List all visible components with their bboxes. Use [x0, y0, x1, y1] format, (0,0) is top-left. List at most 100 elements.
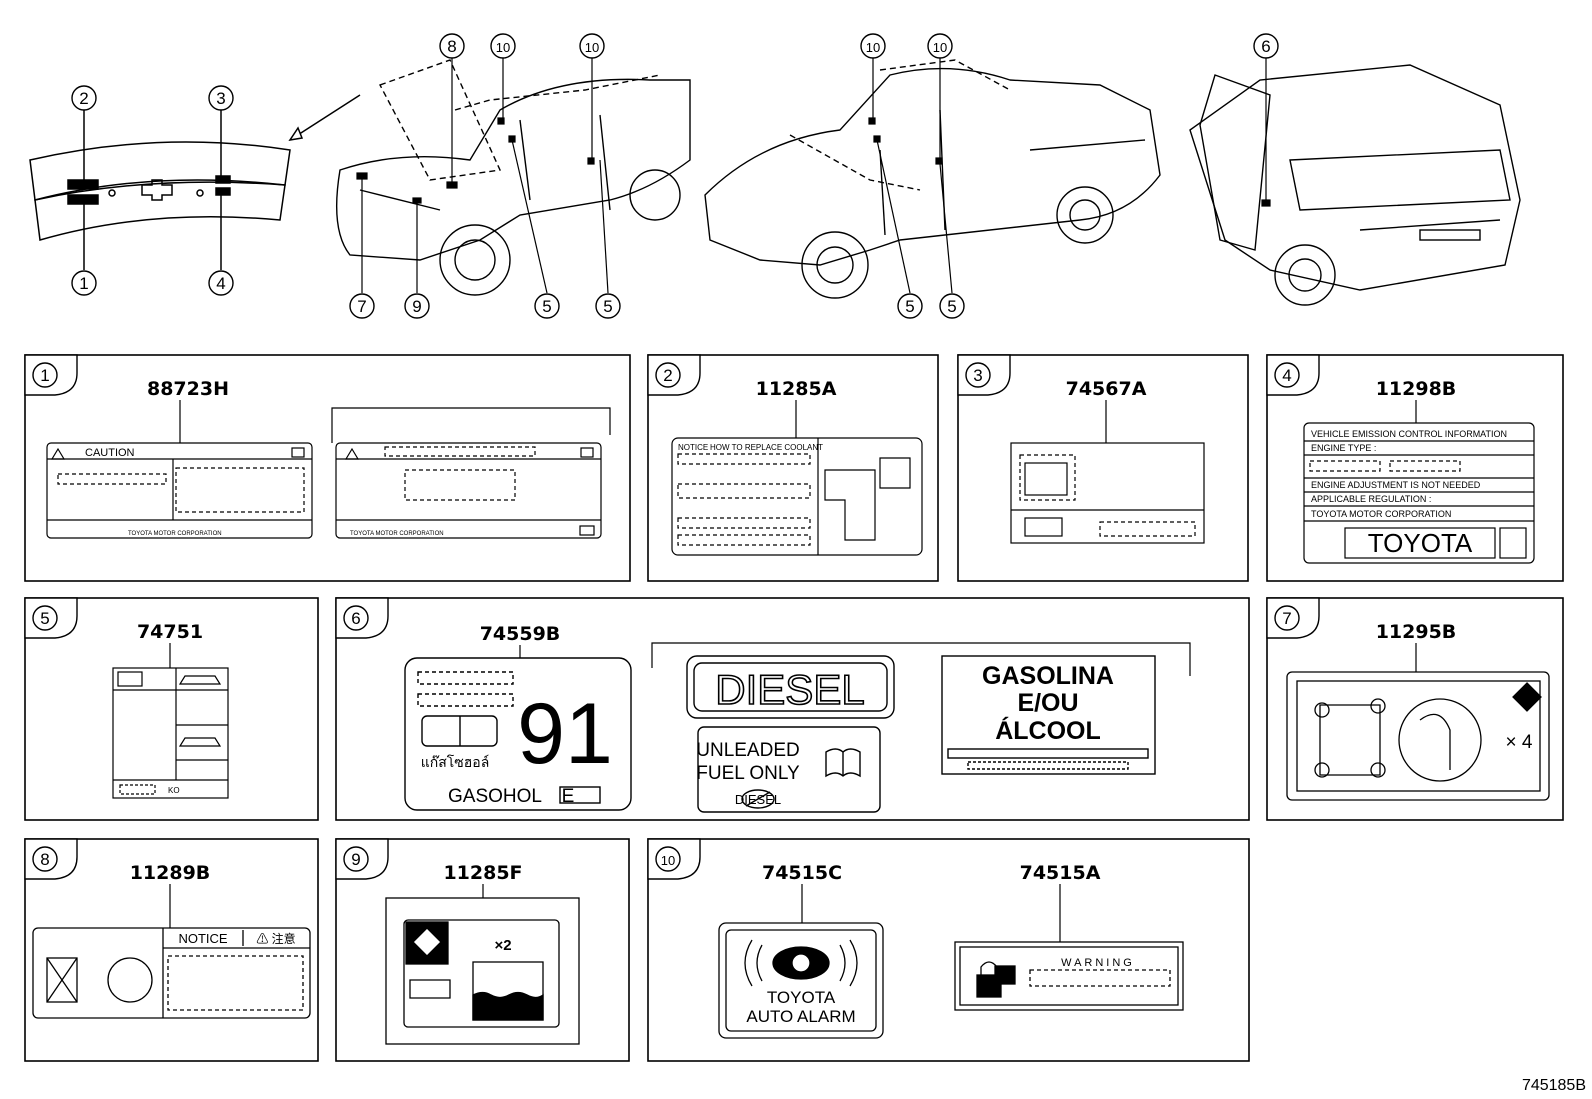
label-11295B: × 4 [1286, 671, 1550, 801]
svg-text:10: 10 [496, 40, 510, 55]
panel-number-6: 6 [343, 605, 369, 631]
thai-gasohol-text: แก๊สโซฮอล์ [421, 754, 490, 770]
regulation-text: APPLICABLE REGULATION : [1311, 494, 1431, 504]
svg-text:5: 5 [905, 297, 914, 316]
part-leaders [169, 400, 1417, 942]
unleaded-text: UNLEADED [696, 740, 799, 761]
svg-text:10: 10 [661, 853, 675, 868]
label-88723H-a: CAUTION TOYOTA MOTOR CORPORATION [46, 442, 313, 539]
label-gasolina: GASOLINA E/OU ÁLCOOL [941, 655, 1156, 775]
label-diesel: DIESEL [686, 655, 895, 719]
panel-number-1: 1 [32, 362, 58, 388]
svg-text:9: 9 [351, 850, 360, 869]
times-4-text: × 4 [1506, 732, 1533, 753]
svg-text:6: 6 [1261, 37, 1270, 56]
svg-text:5: 5 [542, 297, 551, 316]
top-callouts: 2 1 3 4 8 10 10 7 9 5 5 10 10 5 5 6 [71, 33, 1279, 319]
toyota-alarm-text: TOYOTA [767, 988, 836, 1007]
svg-text:8: 8 [40, 850, 49, 869]
callout-10: 10 [860, 33, 886, 59]
panel-number-10: 10 [655, 846, 681, 872]
svg-text:6: 6 [351, 609, 360, 628]
callout-2: 2 [71, 85, 97, 111]
figure-id: 745185B [1522, 1077, 1586, 1094]
callout-10: 10 [927, 33, 953, 59]
caution-text: CAUTION [85, 447, 135, 459]
panel-number-4: 4 [1274, 362, 1300, 388]
notice-label: NOTICE [678, 443, 708, 452]
svg-text:5: 5 [603, 297, 612, 316]
auto-alarm-text: AUTO ALARM [746, 1007, 855, 1026]
truck-front-three-quarter-illustration [704, 59, 1161, 299]
gasolina-text: GASOLINA [982, 662, 1114, 690]
engine-adjust-text: ENGINE ADJUSTMENT IS NOT NEEDED [1311, 480, 1481, 490]
svg-text:1: 1 [40, 366, 49, 385]
panel-number-5: 5 [32, 605, 58, 631]
caution-jp-text: ⚠ 注意 [256, 931, 295, 946]
label-74559B-91: 91 แก๊สโซฮอล์ GASOHOL E [404, 657, 632, 811]
panel-tabs [24, 354, 1320, 880]
part-number-2: 11285A [756, 378, 837, 400]
truck-rear-door-open-illustration [1189, 64, 1521, 306]
label-88723H-b: TOYOTA MOTOR CORPORATION [335, 442, 602, 539]
part-number-5: 74751 [137, 621, 203, 643]
label-74751: KO [112, 667, 229, 799]
part-number-10b: 74515A [1020, 862, 1101, 884]
callout-10: 10 [579, 33, 605, 59]
gasohol-text: GASOHOL [448, 786, 542, 807]
svg-text:10: 10 [933, 40, 947, 55]
panel-number-9: 9 [343, 846, 369, 872]
callout-4: 4 [208, 270, 234, 296]
octane-91-text: 91 [517, 686, 613, 782]
part-number-10a: 74515C [762, 862, 842, 884]
callout-5: 5 [897, 293, 923, 319]
svg-text:1: 1 [79, 274, 88, 293]
notice-text: NOTICE [178, 931, 227, 946]
callout-5: 5 [939, 293, 965, 319]
alcool-text: ÁLCOOL [995, 716, 1101, 745]
tmc-text-b: TOYOTA MOTOR CORPORATION [350, 531, 444, 537]
hood-underside-illustration [29, 94, 361, 270]
svg-text:2: 2 [79, 89, 88, 108]
svg-text:10: 10 [866, 40, 880, 55]
emission-info-text: VEHICLE EMISSION CONTROL INFORMATION [1311, 429, 1507, 439]
label-11285F: ×2 [385, 897, 580, 1045]
svg-text:9: 9 [412, 297, 421, 316]
label-74515C: TOYOTA AUTO ALARM [718, 922, 884, 1039]
label-74515A: WARNING [954, 941, 1184, 1011]
fuel-only-text: FUEL ONLY [696, 763, 800, 784]
svg-text:5: 5 [947, 297, 956, 316]
label-unleaded: UNLEADED FUEL ONLY DIESEL [696, 726, 881, 813]
ko-text: KO [168, 786, 180, 795]
svg-text:7: 7 [1282, 609, 1291, 628]
svg-text:7: 7 [357, 297, 366, 316]
part-number-7: 11295B [1376, 621, 1457, 643]
callout-8: 8 [439, 33, 465, 59]
label-11298B: VEHICLE EMISSION CONTROL INFORMATION ENG… [1303, 422, 1535, 564]
tmc-text-emission: TOYOTA MOTOR CORPORATION [1311, 509, 1451, 519]
part-number-9: 11285F [443, 862, 522, 884]
svg-text:5: 5 [40, 609, 49, 628]
warning-text: WARNING [1061, 957, 1135, 969]
callout-5: 5 [534, 293, 560, 319]
diesel-text: DIESEL [715, 666, 864, 713]
part-number-6: 74559B [480, 623, 561, 645]
svg-text:10: 10 [585, 40, 599, 55]
callout-leaders [356, 58, 1271, 294]
part-number-1: 88723H [147, 378, 229, 400]
part-number-3: 74567A [1066, 378, 1147, 400]
callout-3: 3 [208, 85, 234, 111]
panel-number-7: 7 [1274, 605, 1300, 631]
label-11285A: NOTICE HOW TO REPLACE COOLANT [671, 437, 923, 556]
label-panels [24, 354, 1564, 1062]
tmc-text-a: TOYOTA MOTOR CORPORATION [128, 531, 222, 537]
label-11289B: NOTICE ⚠ 注意 [32, 927, 311, 1019]
callout-1: 1 [71, 270, 97, 296]
svg-text:4: 4 [1282, 366, 1291, 385]
part-number-8: 11289B [130, 862, 211, 884]
truck-front-hood-open-illustration [336, 59, 691, 296]
callout-10: 10 [490, 33, 516, 59]
label-74567A [1010, 442, 1205, 544]
replace-coolant-label: HOW TO REPLACE COOLANT [710, 443, 823, 452]
